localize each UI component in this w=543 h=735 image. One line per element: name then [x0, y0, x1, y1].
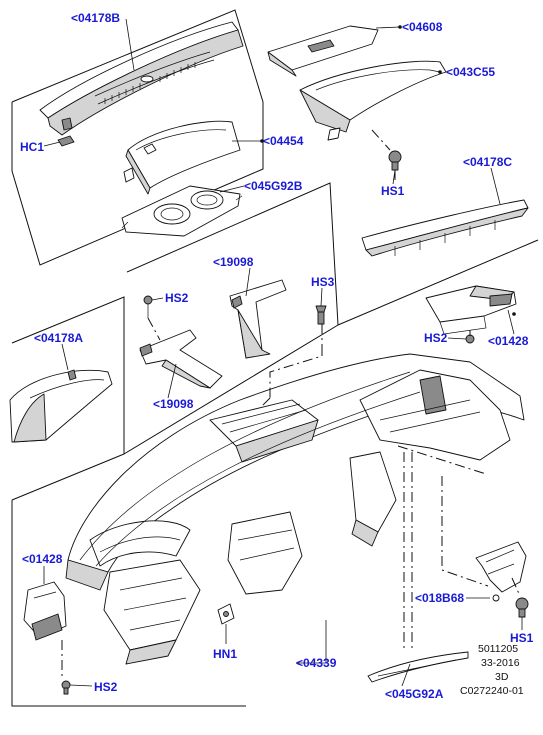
callout-HS2-top: HS2	[165, 291, 189, 305]
part-HS3-screw	[315, 305, 327, 325]
callout-HS2-bottom: HS2	[94, 680, 118, 694]
callout-01428-right: <01428	[488, 334, 529, 348]
panel-middle	[123, 182, 339, 455]
callout-HS3: HS3	[311, 275, 335, 289]
callout-045G92B: <045G92B	[244, 179, 303, 193]
part-HS1-screw-bottom	[515, 597, 529, 618]
panel-left	[11, 296, 125, 501]
part-018B68-bracket	[475, 541, 527, 602]
panel-top-left	[11, 9, 264, 266]
panel-divider-right	[337, 239, 539, 326]
assembly-lines	[61, 129, 521, 676]
part-04454-cover	[123, 120, 241, 195]
part-01428-vent-right	[425, 285, 517, 335]
part-045G92B-bracket	[121, 185, 243, 237]
reference-line-1: 5011205	[478, 643, 518, 655]
part-04339-dashboard	[65, 353, 525, 665]
part-01428-vent-left	[23, 581, 67, 641]
callout-01428-left: <01428	[22, 552, 63, 566]
reference-block: 5011205 33-2016 3D C0272240-01	[460, 643, 524, 697]
callout-018B68: <018B68	[415, 591, 464, 605]
part-HC1-clip	[57, 135, 75, 147]
part-04178A-end-trim	[9, 369, 113, 443]
part-HS2-screw-bottom	[61, 680, 71, 695]
callout-19098-bottom: <19098	[153, 397, 194, 411]
part-19098-duct-lower	[139, 329, 223, 389]
callout-043C55: <043C55	[446, 65, 495, 79]
callout-04178B: <04178B	[71, 11, 120, 25]
part-HS2-screw-middle	[143, 295, 153, 318]
callout-04454: <04454	[263, 134, 304, 148]
reference-line-3: 3D	[495, 671, 509, 683]
part-HN1-nut	[217, 603, 235, 625]
callout-04339: <04339	[296, 656, 337, 670]
part-HS2-screw-right	[465, 334, 475, 344]
part-HS1-screw-top	[388, 150, 402, 171]
reference-line-2: 33-2016	[481, 657, 520, 669]
callout-04178A: <04178A	[34, 331, 83, 345]
callout-labels: <04178B HC1 <04454 <045G92B <04608 <043C…	[20, 11, 534, 701]
leader-dots	[260, 25, 516, 316]
callout-04178C: <04178C	[463, 155, 512, 169]
part-04178C-trim	[361, 199, 529, 257]
panel-bottom	[11, 500, 246, 707]
callout-HN1: HN1	[213, 647, 237, 661]
callout-HS2-right: HS2	[424, 331, 448, 345]
callout-04608: <04608	[402, 20, 443, 34]
panel-borders	[11, 9, 539, 707]
callout-HS1-top: HS1	[381, 184, 405, 198]
part-19098-duct-upper	[229, 279, 287, 359]
callout-HS1-bottom: HS1	[510, 631, 534, 645]
leader-lines	[43, 18, 523, 687]
part-045G92A-bracket	[367, 651, 469, 683]
part-04178B-upper-trim	[39, 21, 244, 136]
part-043C55-cover	[299, 60, 447, 141]
callout-HC1: HC1	[20, 140, 44, 154]
reference-line-4: C0272240-01	[460, 685, 524, 697]
callout-045G92A: <045G92A	[385, 687, 444, 701]
part-04608-panel	[267, 25, 379, 77]
callout-19098-top: <19098	[213, 255, 254, 269]
